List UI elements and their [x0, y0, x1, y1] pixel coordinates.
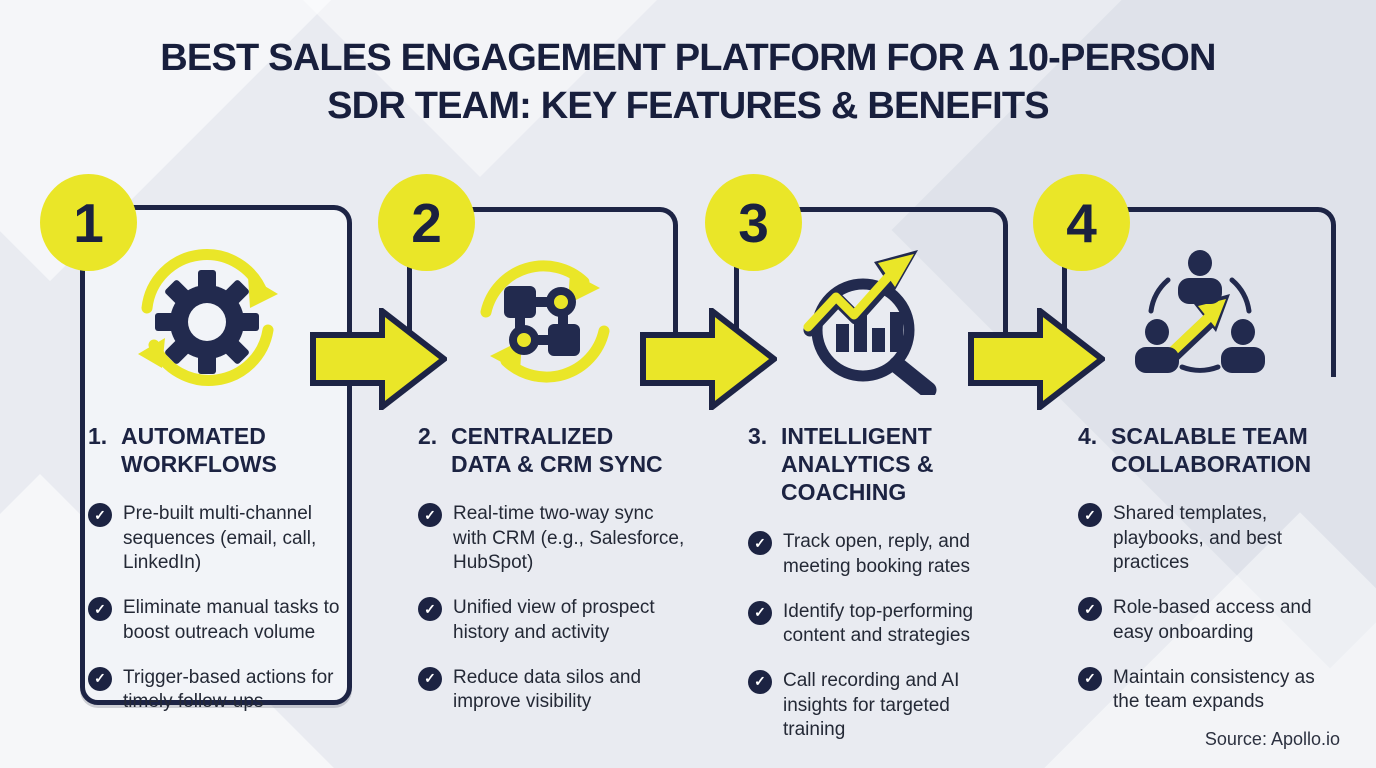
section-2-heading: 2. CENTRALIZED DATA & CRM SYNC [418, 422, 686, 478]
heading-text: SCALABLE TEAM COLLABORATION [1111, 423, 1312, 478]
check-icon: ✓ [748, 669, 772, 694]
check-icon: ✓ [88, 666, 112, 691]
heading-number: 3. [748, 423, 768, 449]
heading-number: 1. [88, 423, 108, 449]
section-2-text: 2. CENTRALIZED DATA & CRM SYNC ✓ Real-ti… [418, 422, 686, 715]
connector-stem-3 [734, 252, 739, 338]
section-4-bullets: ✓ Shared templates, playbooks, and best … [1078, 502, 1328, 715]
bullet-text: Reduce data silos and improve visibility [453, 666, 642, 713]
page-title-line1: BEST SALES ENGAGEMENT PLATFORM FOR A 10-… [160, 37, 1216, 79]
check-icon: ✓ [1078, 503, 1102, 528]
step-number: 2 [411, 191, 442, 254]
step-number-badge-3: 3 [705, 174, 802, 271]
bullet-text: Unified view of prospect history and act… [453, 597, 655, 643]
heading-number: 4. [1078, 423, 1098, 449]
list-item: ✓ Unified view of prospect history and a… [418, 596, 686, 645]
check-icon: ✓ [88, 597, 112, 622]
heading-number: 2. [418, 423, 438, 449]
list-item: ✓ Real-time two-way sync with CRM (e.g.,… [418, 502, 686, 576]
heading-text: INTELLIGENT ANALYTICS & COACHING [781, 423, 934, 506]
list-item: ✓ Eliminate manual tasks to boost outrea… [88, 596, 353, 645]
bullet-text: Identify top-performing content and stra… [783, 600, 974, 647]
list-item: ✓ Trigger-based actions for timely follo… [88, 666, 353, 715]
list-item: ✓ Shared templates, playbooks, and best … [1078, 502, 1328, 576]
list-item: ✓ Identify top-performing content and st… [748, 600, 1010, 649]
step-number-badge-1: 1 [40, 174, 137, 271]
section-1-text: 1. AUTOMATED WORKFLOWS ✓ Pre-built multi… [88, 422, 353, 715]
connector-stem-4 [1062, 252, 1067, 328]
section-2-bullets: ✓ Real-time two-way sync with CRM (e.g.,… [418, 502, 686, 715]
page-title: BEST SALES ENGAGEMENT PLATFORM FOR A 10-… [0, 34, 1376, 130]
source-attribution: Source: Apollo.io [1204, 729, 1340, 749]
check-icon: ✓ [418, 503, 442, 528]
step-number-badge-4: 4 [1033, 174, 1130, 271]
bullet-text: Maintain consistency as the team expands [1113, 666, 1315, 713]
section-4-heading: 4. SCALABLE TEAM COLLABORATION [1078, 422, 1328, 478]
check-icon: ✓ [748, 600, 772, 625]
step-number: 4 [1066, 191, 1097, 254]
heading-text: CENTRALIZED DATA & CRM SYNC [451, 423, 663, 478]
step-number: 3 [738, 191, 769, 254]
check-icon: ✓ [88, 503, 112, 528]
section-3-bullets: ✓ Track open, reply, and meeting booking… [748, 530, 1010, 743]
flow-arrow-icon [968, 308, 1105, 410]
section-1-heading: 1. AUTOMATED WORKFLOWS [88, 422, 353, 478]
bullet-text: Shared templates, playbooks, and best pr… [1113, 503, 1283, 574]
flow-arrow-icon [310, 308, 447, 410]
check-icon: ✓ [418, 597, 442, 622]
bullet-text: Role-based access and easy onboarding [1113, 597, 1312, 643]
crm-sync-flowchart-icon [480, 260, 610, 383]
check-icon: ✓ [418, 666, 442, 691]
list-item: ✓ Maintain consistency as the team expan… [1078, 666, 1328, 715]
bullet-text: Eliminate manual tasks to boost outreach… [123, 597, 340, 643]
step-number-badge-2: 2 [378, 174, 475, 271]
heading-text: AUTOMATED WORKFLOWS [121, 423, 277, 478]
bullet-text: Call recording and AI insights for targe… [783, 669, 960, 741]
connector-bracket-3 [754, 207, 1008, 338]
analytics-magnifier-icon [803, 250, 937, 395]
bullet-text: Track open, reply, and meeting booking r… [783, 531, 970, 577]
step-number: 1 [73, 191, 104, 254]
list-item: ✓ Reduce data silos and improve visibili… [418, 666, 686, 715]
automation-gear-cycle-icon [138, 249, 278, 386]
list-item: ✓ Pre-built multi-channel sequences (ema… [88, 502, 353, 576]
connector-stem-2 [407, 252, 412, 338]
section-3-heading: 3. INTELLIGENT ANALYTICS & COACHING [748, 422, 1010, 506]
list-item: ✓ Call recording and AI insights for tar… [748, 669, 1010, 743]
section-4-text: 4. SCALABLE TEAM COLLABORATION ✓ Shared … [1078, 422, 1328, 715]
bullet-text: Trigger-based actions for timely follow-… [123, 666, 334, 713]
bullet-text: Real-time two-way sync with CRM (e.g., S… [453, 503, 685, 574]
bullet-text: Pre-built multi-channel sequences (email… [123, 503, 317, 574]
team-collaboration-icon [1135, 250, 1265, 373]
flow-arrow-icon [640, 308, 777, 410]
connector-bracket-4 [1082, 207, 1336, 377]
connector-bracket-2 [427, 207, 678, 338]
list-item: ✓ Track open, reply, and meeting booking… [748, 530, 1010, 579]
list-item: ✓ Role-based access and easy onboarding [1078, 596, 1328, 645]
section-1-bullets: ✓ Pre-built multi-channel sequences (ema… [88, 502, 353, 715]
check-icon: ✓ [1078, 666, 1102, 691]
page-title-line2: SDR TEAM: KEY FEATURES & BENEFITS [327, 85, 1050, 127]
check-icon: ✓ [748, 531, 772, 556]
check-icon: ✓ [1078, 597, 1102, 622]
section-3-text: 3. INTELLIGENT ANALYTICS & COACHING ✓ Tr… [748, 422, 1010, 743]
